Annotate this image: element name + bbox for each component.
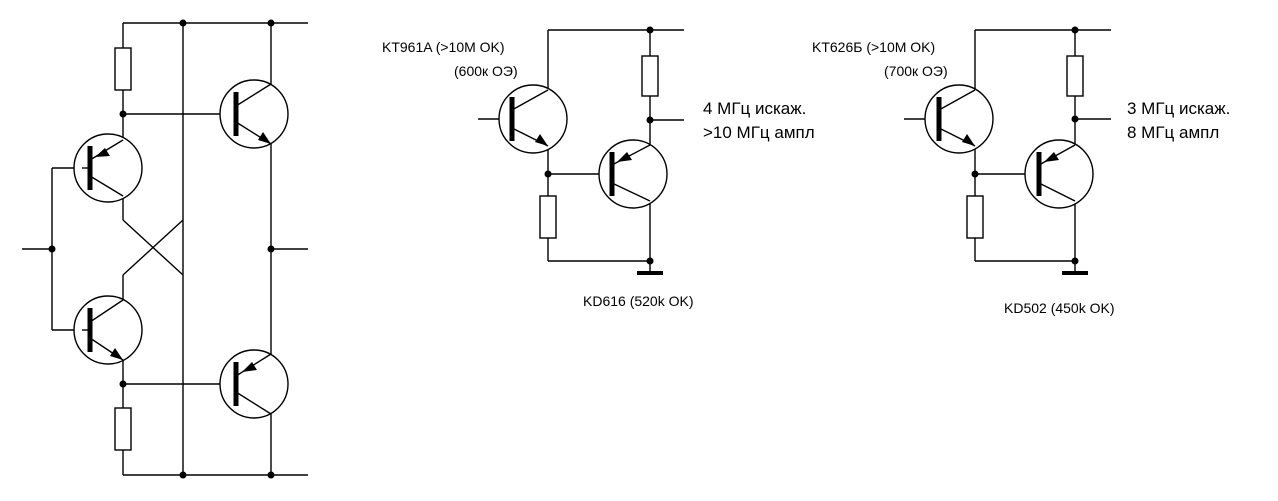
- transistor-q1: [73, 133, 143, 203]
- resistor-r3: [641, 55, 659, 97]
- circuit2-junctions: [544, 26, 654, 265]
- transistor-kd502: [1024, 139, 1094, 209]
- circuit1-junctions: [48, 19, 275, 479]
- emitter-arrow-icon: [962, 134, 975, 146]
- emitter-arrow-icon: [1044, 152, 1059, 162]
- circuit2-note-distortion: 4 МГц искаж.: [703, 99, 806, 118]
- circuit3-note-distortion: 3 МГц искаж.: [1127, 99, 1230, 118]
- emitter-arrow-icon: [535, 134, 548, 146]
- emitter-arrow-icon: [110, 348, 123, 360]
- emitter-arrow-icon: [242, 362, 257, 372]
- emitter-arrow-icon: [95, 148, 110, 157]
- transistor-kt626: [924, 84, 994, 154]
- circuit2-transistor-sublabel: (600к ОЭ): [454, 63, 518, 79]
- resistor-r5: [1066, 55, 1084, 97]
- circuit-kt961: KT961A (>10M OK) (600к ОЭ) 4 МГц искаж. …: [382, 26, 815, 309]
- resistor-r2: [114, 407, 132, 451]
- circuit2-bottom-label: KD616 (520k OK): [583, 293, 694, 309]
- resistor-r1: [114, 47, 132, 91]
- circuit3-note-amplitude: 8 МГц ампл: [1127, 123, 1219, 142]
- resistor-r4: [539, 195, 557, 239]
- transistor-kt961: [498, 84, 568, 154]
- circuit2-wiring: [478, 29, 684, 272]
- circuit3-transistor-sublabel: (700к ОЭ): [884, 63, 948, 79]
- transistor-kd616: [598, 139, 668, 209]
- emitter-arrow-icon: [617, 152, 632, 162]
- resistor-r6: [966, 195, 984, 239]
- circuit3-bottom-label: KD502 (450k OK): [1004, 300, 1115, 316]
- circuit-kt626: KT626Б (>10M OK) (700к ОЭ) 3 МГц искаж. …: [812, 26, 1230, 316]
- transistor-q2: [73, 295, 143, 365]
- circuit2-transistor-label: KT961A (>10M OK): [382, 39, 505, 55]
- circuit2-note-amplitude: >10 МГц ампл: [703, 123, 815, 142]
- transistor-q4: [219, 349, 289, 419]
- emitter-arrow-icon: [258, 132, 271, 144]
- circuit3-junctions: [971, 26, 1079, 265]
- transistor-q3: [219, 79, 289, 149]
- circuit-push-pull: [22, 19, 308, 479]
- circuit3-transistor-label: KT626Б (>10M OK): [812, 39, 935, 55]
